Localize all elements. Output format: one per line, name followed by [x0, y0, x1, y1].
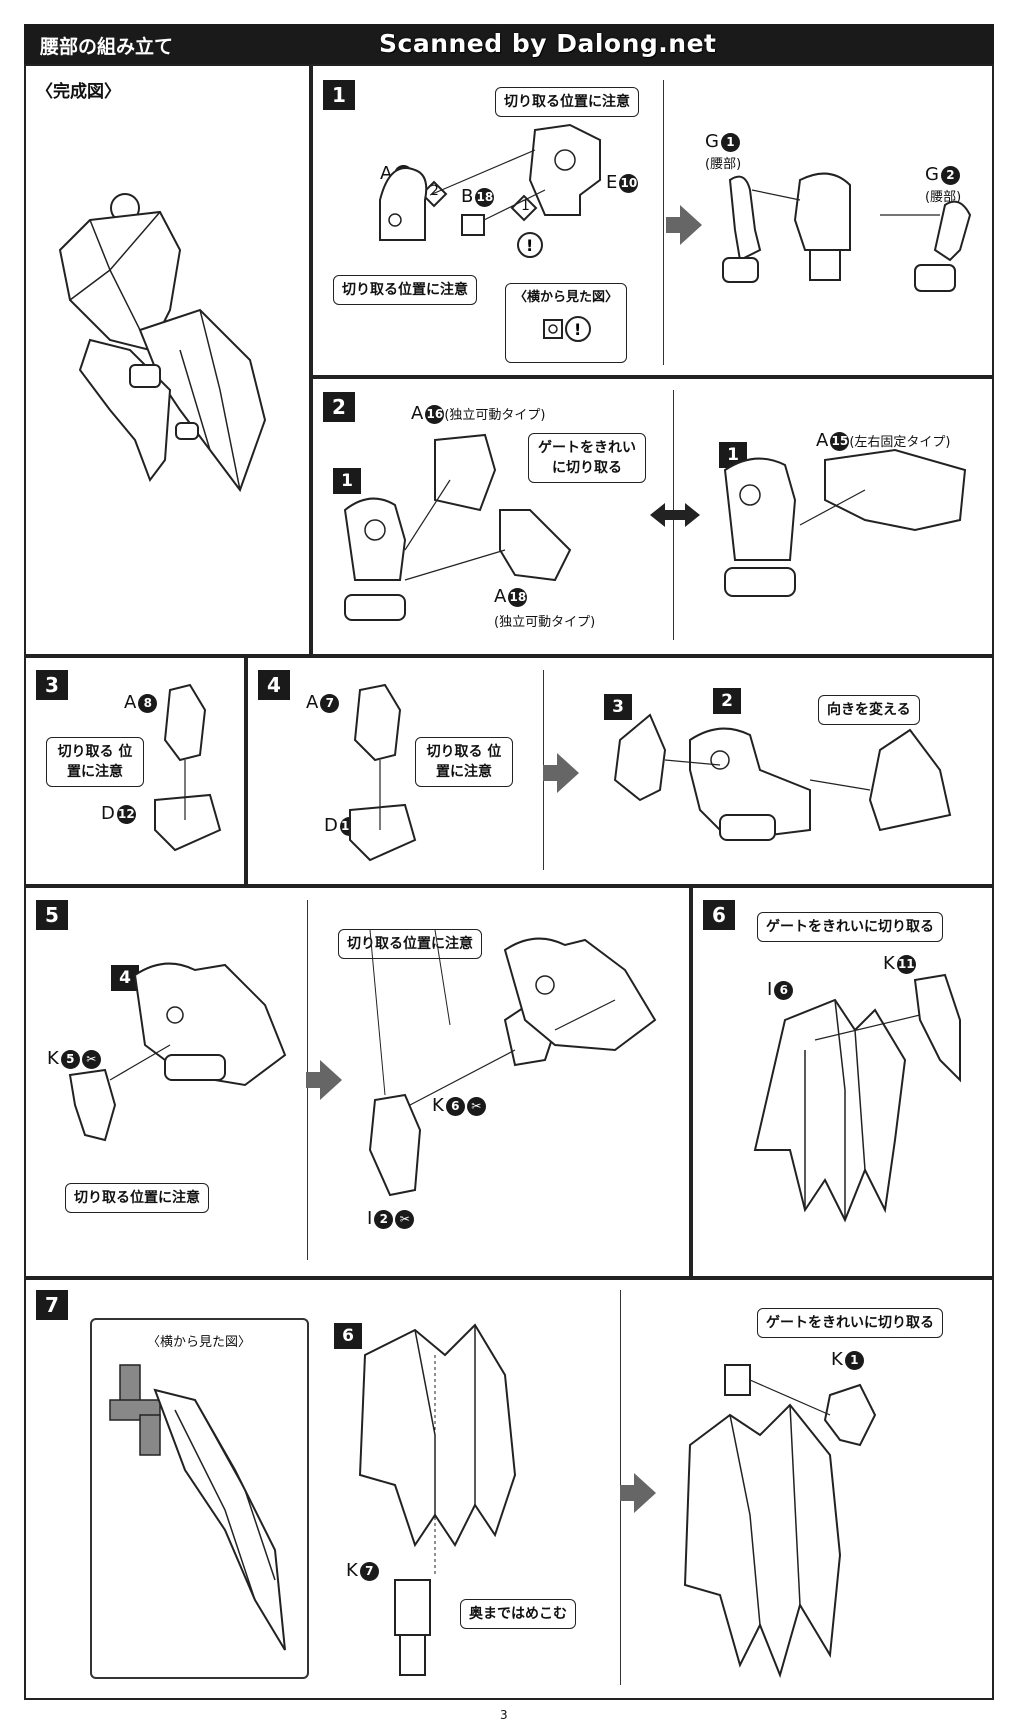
step4-parts-illustration: [349, 683, 417, 862]
section-header: 腰部の組み立て Scanned by Dalong.net: [24, 24, 994, 64]
step2-sub-ref-1: 1: [333, 468, 361, 494]
step1-order-1: 1: [521, 198, 530, 214]
step7-next-arrow: [620, 1473, 656, 1513]
step5-next-arrow: [306, 1060, 342, 1100]
step1-side-view-box: 〈横から見た図〉 !: [505, 283, 627, 363]
swap-arrow-icon: [650, 503, 700, 527]
step4-turn-notice: 向きを変える: [818, 695, 920, 725]
step5-cut-notice-top: 切り取る位置に注意: [338, 929, 482, 959]
completed-label: 〈完成図〉: [36, 82, 121, 102]
step4-result-illustration: [613, 713, 952, 842]
step1-result-illustration: [722, 172, 972, 292]
step5-cut-notice-left: 切り取る位置に注意: [65, 1183, 209, 1213]
step7-sub-ref-6: 6: [334, 1323, 362, 1349]
step1-number: 1: [323, 80, 355, 110]
step1-panel: [311, 64, 994, 377]
step2-gate-notice: ゲートをきれい に切り取る: [528, 433, 646, 483]
step7-middle-illustration: [358, 1323, 517, 1676]
step4-sub-ref-3: 3: [604, 694, 632, 720]
step6-gate-notice: ゲートをきれいに切り取る: [757, 912, 943, 942]
svg-text:!: !: [574, 320, 581, 339]
cut-mark-icon: ✂: [81, 1049, 101, 1069]
step4-next-arrow: [543, 753, 579, 793]
step7-side-view-box: [90, 1318, 309, 1679]
step7-gate-notice: ゲートをきれいに切り取る: [757, 1308, 943, 1338]
section-title: 腰部の組み立て: [40, 36, 174, 58]
step7-push-notice: 奥まではめこむ: [460, 1599, 576, 1629]
step6-panel: [691, 886, 994, 1278]
step7-side-view-label: 〈横から見た図〉: [147, 1335, 252, 1350]
step1-cut-notice-bottom: 切り取る位置に注意: [333, 275, 477, 305]
cut-mark-icon: ✂: [395, 1209, 415, 1229]
step1-side-view-label: 〈横から見た図〉: [513, 290, 618, 305]
warning-icon: !: [543, 316, 591, 342]
step2-left-illustration: [343, 433, 572, 621]
step5-panel: [24, 886, 691, 1278]
step6-number: 6: [703, 900, 735, 930]
step2-part-a18-sub: (独立可動タイプ): [494, 615, 596, 630]
step7-number: 7: [36, 1290, 68, 1320]
step2-number: 2: [323, 392, 355, 422]
step3-cut-notice: 切り取る 位置に注意: [46, 737, 144, 787]
step1-order-2: 2: [430, 183, 439, 199]
step2-panel: [311, 377, 994, 656]
step7-side-view-illustration: [109, 1364, 286, 1651]
step5-sub-ref-4: 4: [111, 965, 139, 991]
step4-number: 4: [258, 670, 290, 700]
page-number: 3: [500, 1708, 508, 1722]
step1-order-marks: [420, 180, 538, 222]
svg-text:!: !: [526, 236, 533, 255]
step4-cut-notice: 切り取る 位置に注意: [415, 737, 513, 787]
step7-panel: [24, 1278, 994, 1700]
step4-sub-ref-2: 2: [713, 688, 741, 714]
step3-panel: [24, 656, 246, 886]
step4-panel: [246, 656, 994, 886]
step7-result-illustration: [683, 1364, 877, 1679]
step5-left-illustration: [68, 962, 287, 1142]
step5-number: 5: [36, 900, 68, 930]
completed-panel: [24, 64, 311, 656]
step3-number: 3: [36, 670, 68, 700]
step5-right-illustration: [368, 929, 657, 1197]
step1-cut-notice-top: 切り取る位置に注意: [495, 87, 639, 117]
cut-mark-icon: ✂: [466, 1096, 486, 1116]
step1-parts-illustration: !: [379, 123, 601, 258]
step6-illustration: [753, 973, 961, 1223]
completed-waist-illustration: [58, 193, 267, 493]
step1-next-arrow: [666, 205, 702, 245]
step2-right-illustration: [723, 448, 967, 597]
step1-part-g1-sub: (腰部): [705, 157, 742, 172]
step3-parts-illustration: [154, 683, 222, 852]
scan-watermark: Scanned by Dalong.net: [379, 29, 717, 58]
